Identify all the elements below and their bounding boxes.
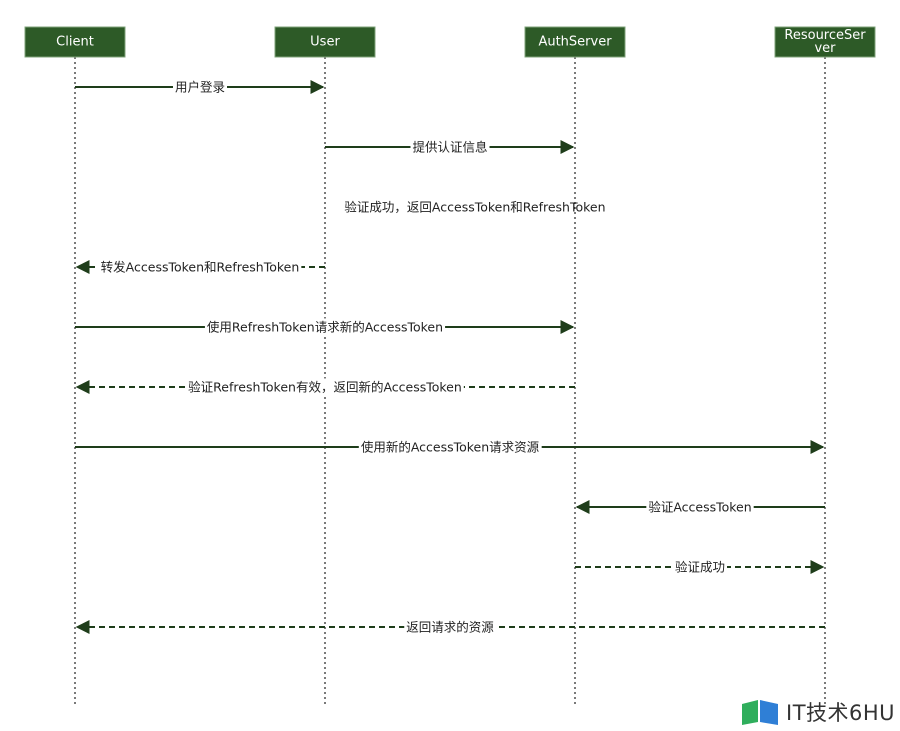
actor-box [274,26,376,58]
watermark-text: IT技术6HU [786,701,896,725]
message-8: 验证AccessToken [575,498,825,516]
actor-box [24,26,126,58]
actor-label: User [310,35,340,50]
message-label: 验证AccessToken [648,500,751,515]
watermark: IT技术6HU [740,697,895,727]
message-label-background [410,138,490,156]
message-label: 提供认证信息 [412,140,487,155]
message-10: 返回请求的资源 [75,618,825,636]
message-label: 用户登录 [175,80,225,95]
actor-label: AuthServer [538,35,612,50]
message-2: 提供认证信息 [325,138,575,156]
message-6: 验证RefreshToken有效，返回新的AccessToken [75,378,575,396]
message-label-background [172,78,228,96]
message-label-background [646,498,754,516]
book-logo-icon [742,700,778,725]
message-label-background [204,318,446,336]
message-label-background [186,378,464,396]
message-label-background [358,438,542,456]
actor-client: Client [24,26,126,58]
message-1: 用户登录 [75,78,325,96]
message-5: 使用RefreshToken请求新的AccessToken [75,318,575,336]
message-label-background [672,558,728,576]
actor-label: ver [814,41,836,56]
message-label: 验证RefreshToken有效，返回新的AccessToken [188,380,462,395]
message-7: 使用新的AccessToken请求资源 [75,438,825,456]
message-label: 转发AccessToken和RefreshToken [101,260,300,275]
actor-auth: AuthServer [524,26,626,58]
actor-label: ResourceSer [784,28,866,43]
message-label-background [404,618,497,636]
message-label: 验证成功 [675,560,725,575]
actor-label: Client [56,35,94,50]
message-label: 返回请求的资源 [406,620,494,635]
message-label: 使用RefreshToken请求新的AccessToken [207,320,443,335]
message-3: 验证成功，返回AccessToken和RefreshToken [344,200,605,215]
message-label: 使用新的AccessToken请求资源 [361,440,540,455]
message-9: 验证成功 [575,558,825,576]
actor-user: User [274,26,376,58]
actor-box [774,26,876,58]
message-label-background [98,258,302,276]
message-4: 转发AccessToken和RefreshToken [75,258,325,276]
actor-box [524,26,626,58]
message-label: 验证成功，返回AccessToken和RefreshToken [344,200,605,215]
